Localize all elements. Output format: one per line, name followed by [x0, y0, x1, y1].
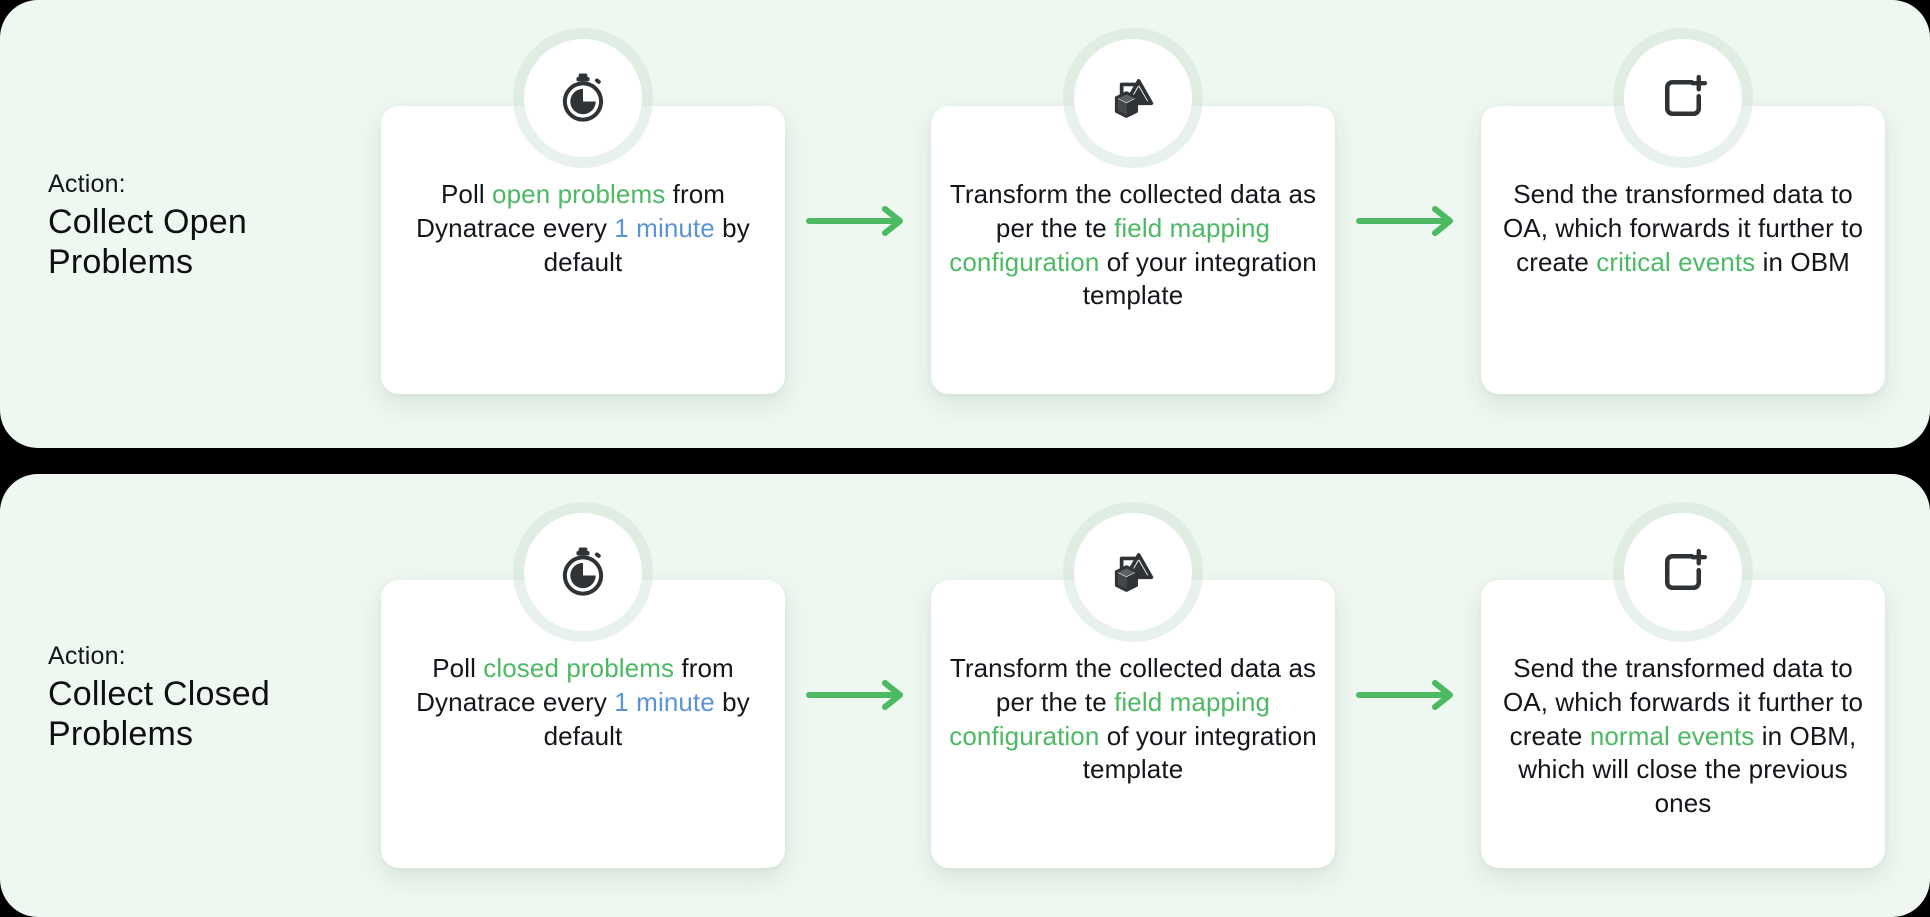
- text-run-plain: Transform the collected data as per the …: [949, 653, 1317, 717]
- text-run-blue: 1 minute: [614, 686, 715, 717]
- text-run-plain: by default: [543, 212, 750, 277]
- text-run-blue: 1 minute: [614, 212, 715, 243]
- action-title: Collect Closed Problems: [48, 675, 271, 754]
- action-kicker: Action:: [48, 642, 126, 670]
- text-run-plain: Transform the collected data as per the …: [949, 179, 1317, 243]
- text-run-plain: in OBM, which will close the previous on…: [1518, 720, 1857, 819]
- action-label-collect-closed-problems: Action: Collect Closed Problems: [48, 640, 358, 754]
- text-run-green: open problems: [492, 179, 666, 209]
- action-kicker: Action:: [48, 170, 126, 198]
- text-run-plain: of your integration template: [1082, 246, 1317, 311]
- step-card-text: Poll open problems from Dynatrace every …: [381, 178, 785, 279]
- text-run-plain: from Dynatrace every: [416, 179, 726, 243]
- step-card-text: Poll closed problems from Dynatrace ever…: [381, 652, 785, 753]
- text-run-green: critical events: [1596, 246, 1756, 277]
- stopwatch-icon-badge: [524, 513, 642, 631]
- text-run-plain: Poll: [440, 179, 493, 209]
- step-card-text: Transform the collected data as per the …: [931, 178, 1335, 313]
- flow-arrow: [1356, 678, 1460, 712]
- create-event-icon-badge: [1624, 39, 1742, 157]
- stopwatch-icon: [555, 544, 611, 600]
- shapes-transform-icon-badge: [1074, 39, 1192, 157]
- text-run-plain: Send the transformed data to OA, which f…: [1502, 179, 1864, 277]
- step-card-text: Send the transformed data to OA, which f…: [1481, 178, 1885, 279]
- create-event-icon-badge: [1624, 513, 1742, 631]
- flow-arrow: [806, 678, 910, 712]
- create-event-icon: [1655, 70, 1711, 126]
- text-run-plain: Poll: [432, 653, 484, 683]
- flow-arrow: [806, 204, 910, 238]
- action-label-collect-open-problems: Action: Collect Open Problems: [48, 168, 358, 282]
- step-card-text: Transform the collected data as per the …: [931, 652, 1335, 787]
- shapes-transform-icon: [1105, 70, 1161, 126]
- text-run-green: closed problems: [483, 653, 675, 683]
- shapes-transform-icon: [1105, 544, 1161, 600]
- stopwatch-icon: [555, 70, 611, 126]
- action-title: Collect Open Problems: [48, 203, 247, 282]
- text-run-plain: from Dynatrace every: [416, 653, 734, 717]
- text-run-plain: in OBM: [1755, 246, 1850, 277]
- create-event-icon: [1655, 544, 1711, 600]
- text-run-plain: Send the transformed data to OA, which f…: [1502, 653, 1864, 751]
- shapes-transform-icon-badge: [1074, 513, 1192, 631]
- text-run-green: normal events: [1589, 720, 1755, 751]
- flow-arrow: [1356, 204, 1460, 238]
- step-card-text: Send the transformed data to OA, which f…: [1481, 652, 1885, 821]
- text-run-plain: of your integration template: [1082, 720, 1317, 785]
- step-card-poll-closed-problems[interactable]: Poll closed problems from Dynatrace ever…: [381, 580, 785, 868]
- text-run-green: field mapping configuration: [949, 212, 1271, 277]
- stopwatch-icon-badge: [524, 39, 642, 157]
- text-run-green: field mapping configuration: [949, 686, 1271, 751]
- text-run-plain: by default: [543, 686, 750, 751]
